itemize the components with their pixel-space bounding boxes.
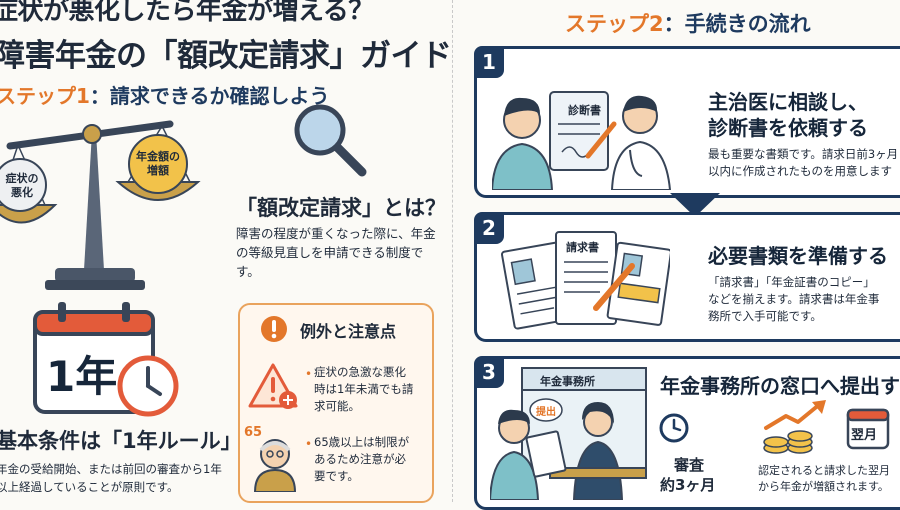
note-item-2: 65歳以上は制限があるため注意が必要です。	[314, 435, 410, 483]
calendar-icon	[33, 302, 179, 417]
magnifier-icon	[294, 104, 367, 177]
basic-condition-title: 基本条件は「1年ルール」	[0, 429, 242, 453]
step-number-3: 3	[474, 356, 504, 388]
submit-bubble: 提出	[536, 407, 556, 418]
exclamation-icon	[261, 316, 287, 342]
center-divider	[452, 0, 453, 502]
card1-title-line2: 診断書を依頼する	[708, 116, 868, 140]
scale-left-label: 症状の 悪化	[5, 172, 39, 199]
step-number-2: 2	[474, 212, 504, 244]
calendar-label: 1年	[46, 352, 118, 401]
card3-body-line1: 認定されると請求した翌月	[758, 464, 890, 477]
card1-body-line2: 以内に作成されたものを用意します	[708, 164, 892, 178]
doctor-consultation-icon	[492, 91, 672, 190]
step-number-1: 1	[474, 46, 504, 78]
review-value: 約3ヶ月	[660, 476, 716, 494]
review-label: 審査	[674, 456, 705, 474]
bullet-2: •	[305, 437, 313, 451]
card2-body-line3: 務所で入手可能です。	[708, 309, 822, 323]
card3-body-line2: から年金が増額されます。	[758, 480, 889, 493]
office-sign: 年金事務所	[540, 375, 595, 388]
arrow-down-icon	[670, 193, 720, 217]
warning-plus-icon	[248, 363, 298, 409]
timer-icon	[659, 413, 689, 443]
office-counter-icon	[490, 367, 647, 500]
bullet-1: •	[305, 367, 313, 381]
card1-title-line1: 主治医に相談し、	[708, 90, 868, 114]
card3-title: 年金事務所の窓口へ提出する	[660, 374, 900, 398]
step2-heading: ステップ2：手続きの流れ	[565, 8, 811, 38]
scale-right-label: 年金額の 増額	[136, 150, 180, 177]
card2-body-line2: などを揃えます。請求書は年金事	[708, 292, 880, 306]
elderly-person-icon	[253, 439, 297, 492]
documents-icon	[501, 231, 670, 330]
step1-text: ：請求できるか確認しよう	[89, 84, 330, 108]
step2-text: ：手続きの流れ	[663, 12, 811, 36]
next-month-calendar-icon	[846, 408, 890, 450]
title-line-2: 障害年金の「額改定請求」ガイド	[0, 38, 452, 74]
coins-growth-icon	[763, 400, 826, 454]
card1-body-line1: 最も重要な書類です。請求日前3ヶ月	[708, 147, 899, 161]
card2-body-line1: 「請求書」「年金証書のコピー」	[708, 275, 875, 289]
step2-label: ステップ2	[565, 12, 664, 36]
title-line-1: 症状が悪化したら年金が増える？	[0, 0, 374, 26]
note-item-1: 症状の急激な悪化時は1年未満でも請求可能。	[314, 365, 414, 413]
basic-condition-body: 年金の受給開始、または前回の審査から1年以上経過していることが原則です。	[0, 462, 222, 494]
balance-scale-icon	[0, 120, 201, 290]
note-title: 例外と注意点	[300, 322, 397, 341]
doc-label-2: 請求書	[566, 241, 599, 254]
next-month-label: 翌月	[851, 428, 878, 443]
card2-title: 必要書類を準備する	[708, 244, 888, 268]
definition-body: 障害の程度が重くなった際に、年金の等級見直しを申請できる制度です。	[236, 226, 436, 279]
step1-label: ステップ1	[0, 84, 90, 108]
definition-title: 「額改定請求」とは？	[236, 196, 446, 220]
step1-heading: ステップ1：請求できるか確認しよう	[0, 80, 330, 109]
age-label: 65	[244, 425, 263, 440]
doc-label-1: 診断書	[568, 104, 601, 117]
